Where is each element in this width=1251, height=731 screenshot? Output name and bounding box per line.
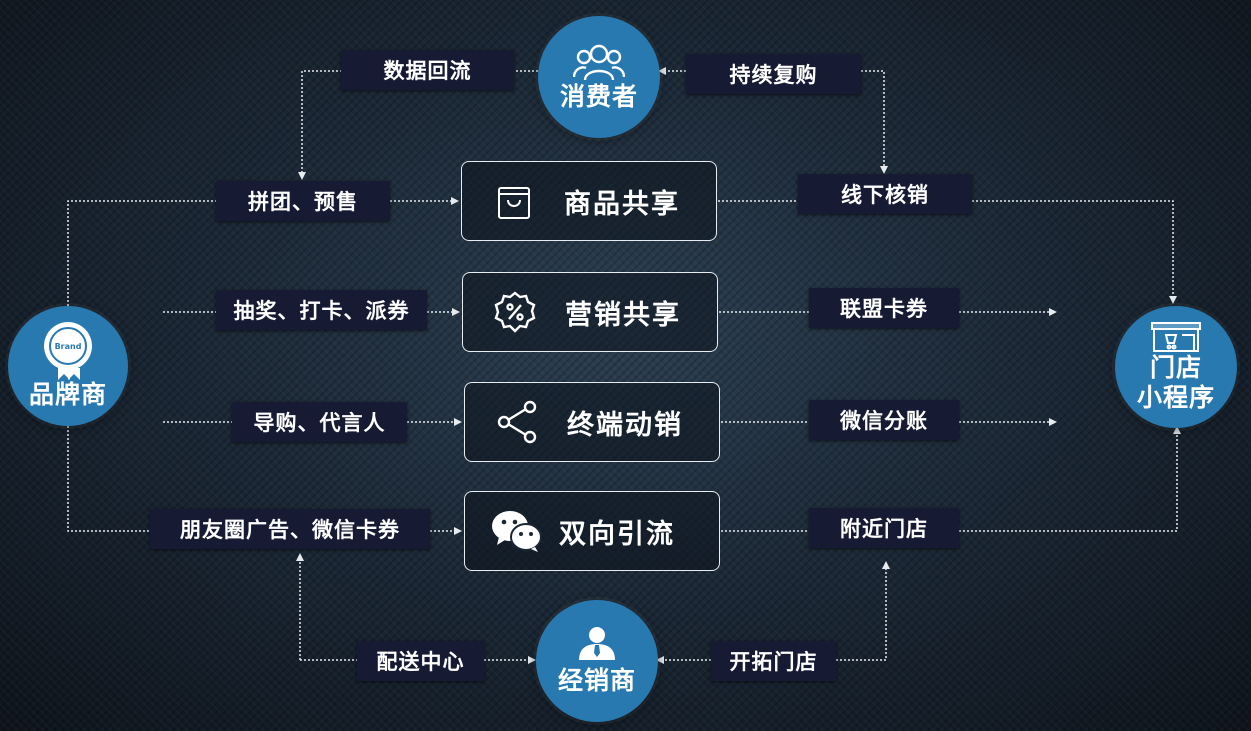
store-label-line2: 小程序 bbox=[1136, 383, 1215, 412]
storefront-icon bbox=[1151, 322, 1201, 352]
discount-badge-icon bbox=[494, 291, 536, 333]
box-terminal-sales[interactable]: 终端动销 bbox=[464, 382, 720, 462]
distributor-node[interactable]: 经销商 bbox=[536, 600, 658, 722]
brand-label: 品牌商 bbox=[28, 380, 107, 409]
link-data-return bbox=[298, 70, 538, 180]
label-repurchase: 持续复购 bbox=[686, 54, 861, 94]
distributor-label: 经销商 bbox=[557, 666, 636, 695]
label-wechat-split: 微信分账 bbox=[809, 400, 959, 440]
users-icon bbox=[573, 44, 625, 81]
brand-node[interactable]: Brand 品牌商 bbox=[8, 306, 128, 426]
link-brand-bottom bbox=[67, 426, 150, 532]
label-data-return: 数据回流 bbox=[341, 50, 514, 90]
label-expand-stores: 开拓门店 bbox=[711, 641, 836, 681]
label-lottery: 抽奖、打卡、派券 bbox=[216, 290, 427, 330]
share-icon bbox=[497, 400, 537, 444]
link-brand-top bbox=[67, 200, 216, 306]
label-offline-redeem: 线下核销 bbox=[798, 174, 972, 214]
box-marketing-sharing-label: 营销共享 bbox=[565, 299, 681, 331]
link-row1-to-store bbox=[972, 200, 1177, 304]
label-alliance-coupon: 联盟卡券 bbox=[809, 288, 959, 328]
brand-badge-text: Brand bbox=[54, 341, 82, 351]
store-miniprogram-node[interactable]: 门店 小程序 bbox=[1115, 306, 1237, 428]
link-expand-up bbox=[836, 561, 890, 661]
label-moments-ads: 朋友圈广告、微信卡券 bbox=[150, 509, 430, 549]
wechat-icon bbox=[492, 511, 542, 552]
consumer-label: 消费者 bbox=[559, 82, 638, 111]
brand-badge-icon: Brand bbox=[44, 322, 92, 380]
box-marketing-sharing[interactable]: 营销共享 bbox=[462, 272, 718, 352]
box-two-way-traffic-label: 双向引流 bbox=[559, 518, 675, 550]
label-nearby-stores: 附近门店 bbox=[809, 508, 959, 548]
consumer-node[interactable]: 消费者 bbox=[538, 16, 660, 138]
label-delivery-center: 配送中心 bbox=[357, 641, 484, 681]
label-group-buy: 拼团、预售 bbox=[216, 181, 390, 221]
link-repurchase-to-offline bbox=[861, 70, 888, 174]
box-terminal-sales-label: 终端动销 bbox=[567, 409, 683, 441]
label-shopping-guide: 导购、代言人 bbox=[232, 402, 407, 442]
box-product-sharing[interactable]: 商品共享 bbox=[461, 161, 717, 241]
person-tie-icon bbox=[579, 627, 615, 660]
shopping-bag-icon bbox=[498, 187, 530, 219]
link-row4-to-store bbox=[959, 426, 1181, 532]
store-label-line1: 门店 bbox=[1149, 353, 1202, 382]
box-product-sharing-label: 商品共享 bbox=[564, 188, 680, 220]
box-two-way-traffic[interactable]: 双向引流 bbox=[464, 491, 720, 571]
